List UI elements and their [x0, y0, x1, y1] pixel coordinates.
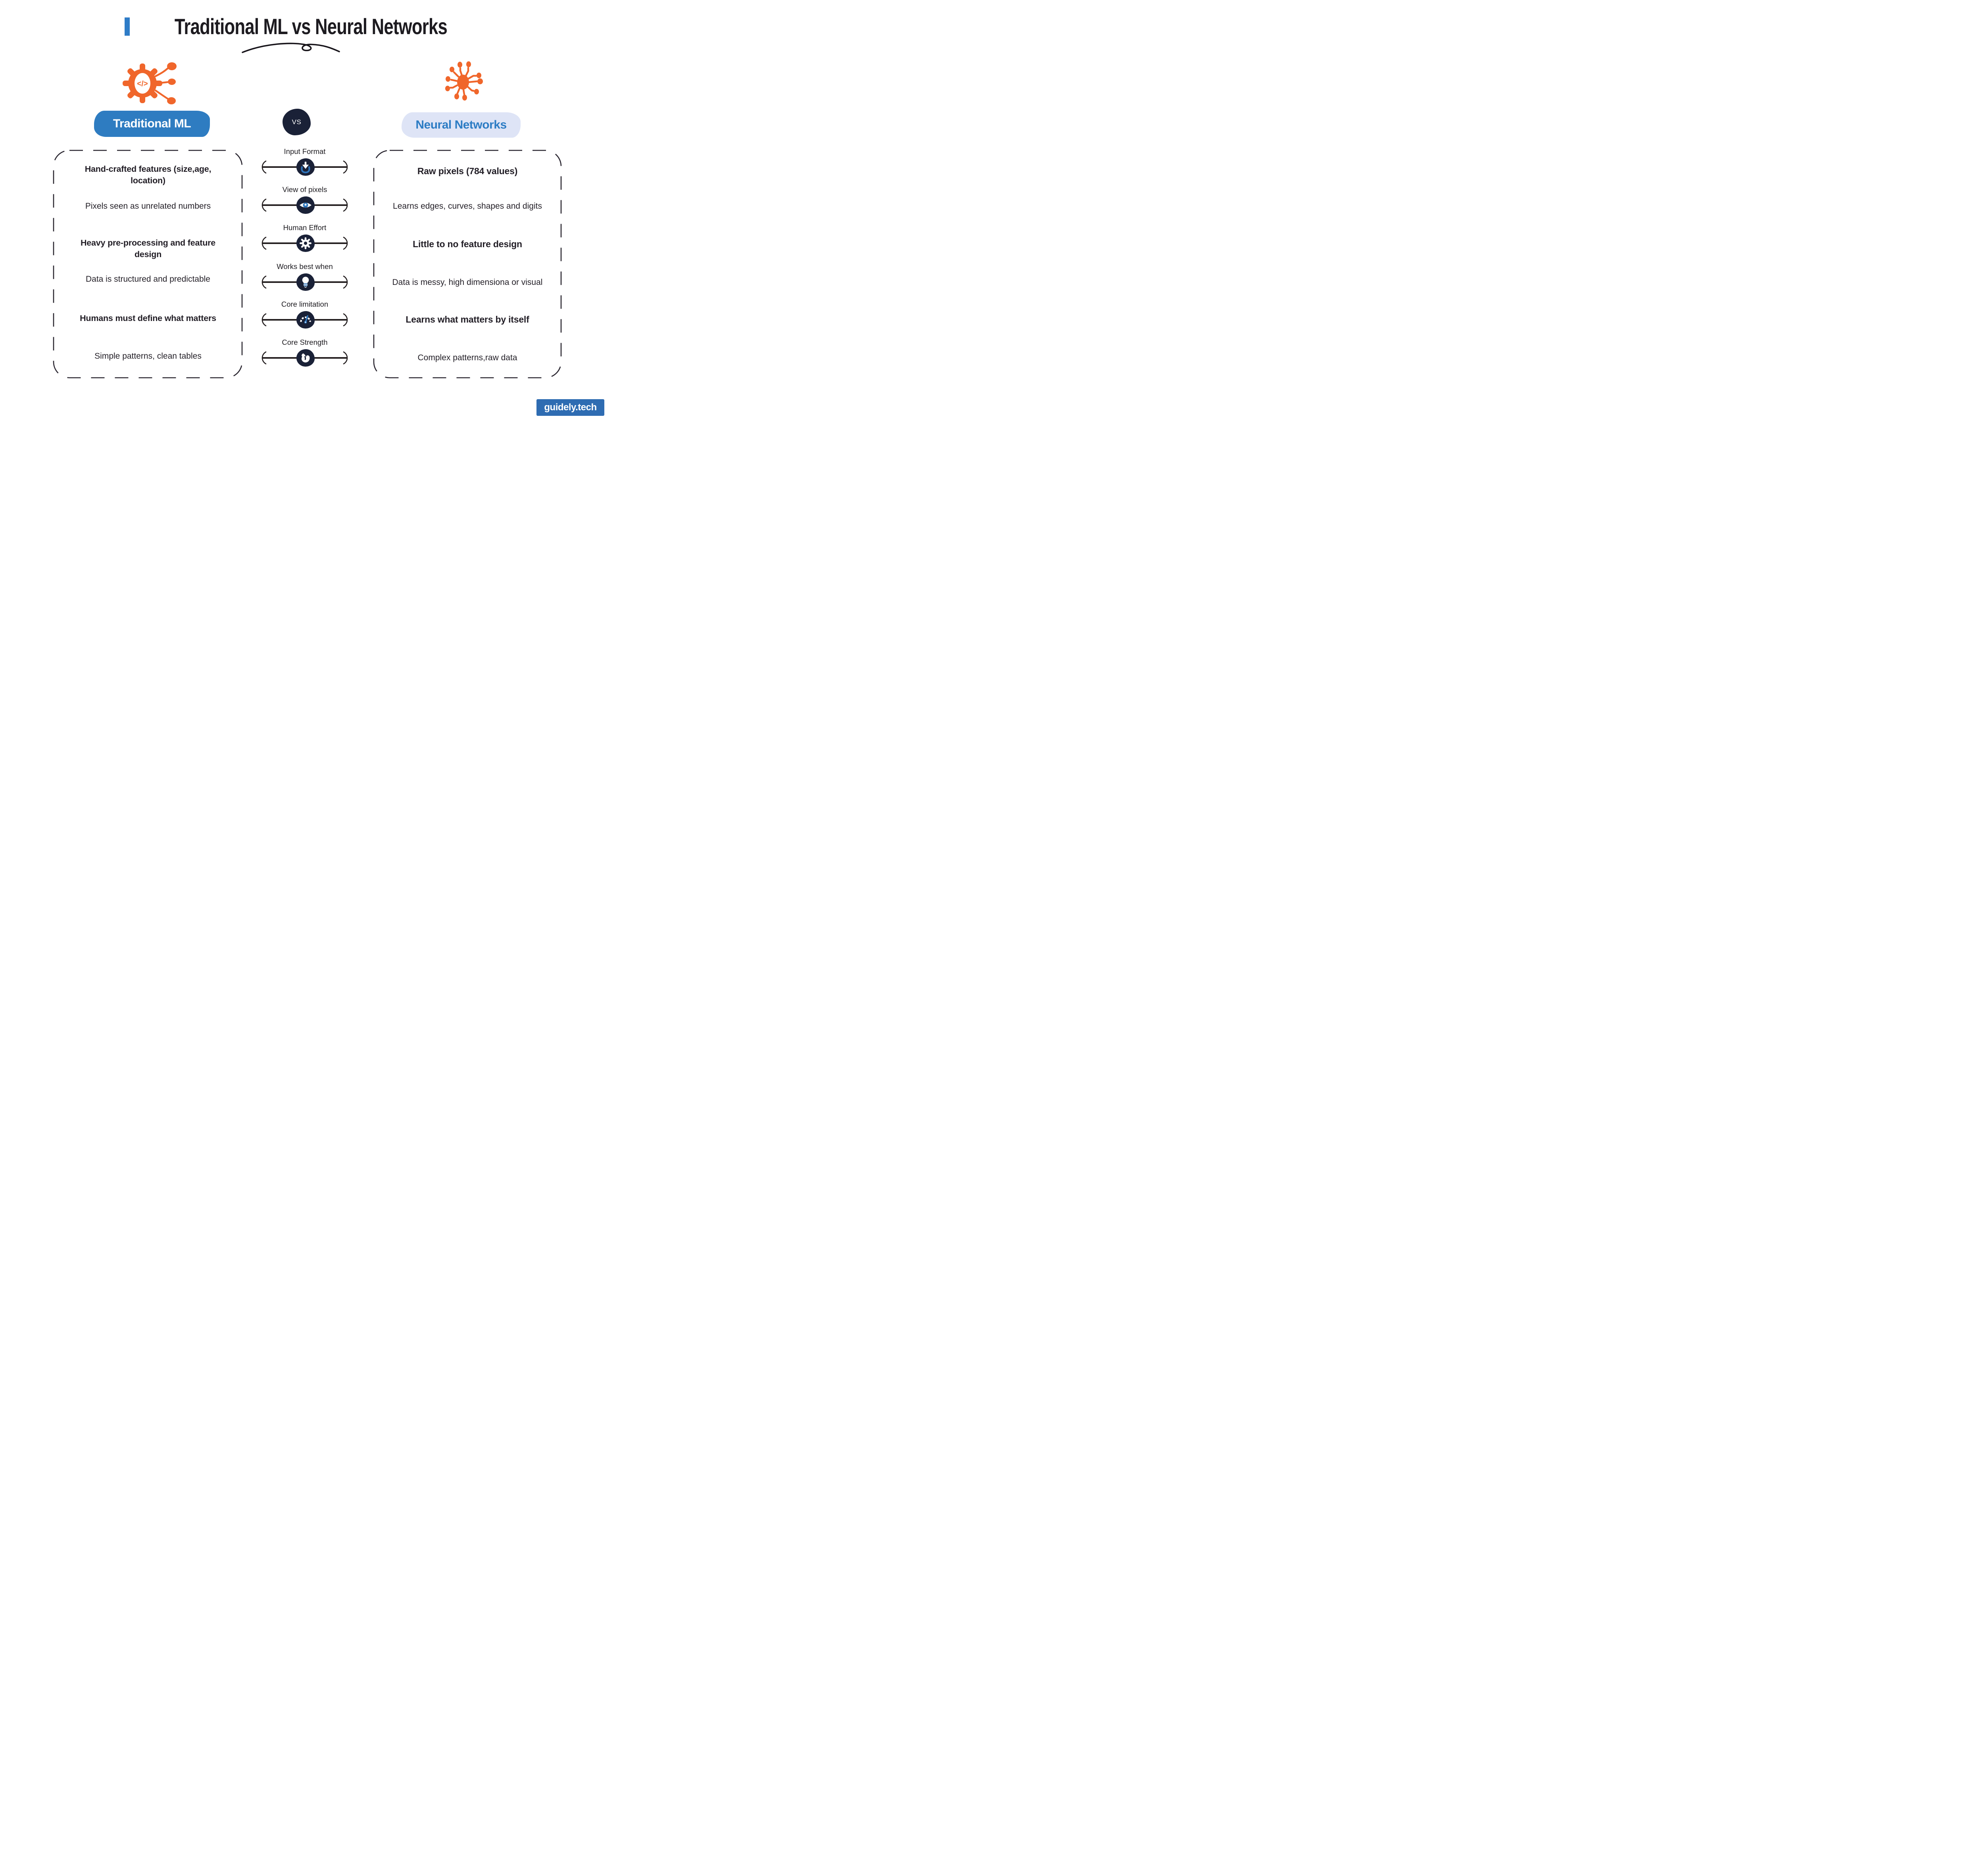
brand-logo: guidely.tech [536, 399, 604, 416]
infographic: Traditional ML vs Neural Networks </> [0, 0, 610, 417]
download-icon [296, 158, 315, 176]
row-category-label: Core Strength [282, 338, 328, 346]
traditional-ml-badge-label: Traditional ML [113, 117, 191, 130]
neural-networks-cell: Complex patterns,raw data [417, 353, 517, 362]
page-title: Traditional ML vs Neural Networks [174, 14, 447, 39]
traditional-ml-cell: Humans must define what matters [80, 313, 216, 323]
neural-network-icon [445, 61, 483, 101]
neural-networks-badge-label: Neural Networks [415, 118, 507, 131]
traditional-ml-cell: Simple patterns, clean tables [94, 352, 202, 361]
neural-networks-cell: Learns what matters by itself [406, 314, 529, 325]
neural-networks-panel [373, 150, 562, 379]
row-category-label: Input Format [284, 147, 326, 156]
title-accent-bar [124, 17, 130, 36]
lightbulb-icon [296, 273, 315, 291]
neural-networks-badge: Neural Networks [402, 112, 521, 138]
traditional-ml-badge: Traditional ML [94, 111, 210, 137]
svg-text:</>: </> [137, 80, 148, 88]
row-category-label: Human Effort [283, 223, 327, 232]
gear-code-icon: </> [123, 62, 177, 104]
traditional-ml-panel [53, 150, 243, 379]
traditional-ml-cell: Data is structured and predictable [85, 275, 210, 284]
row-category-label: Works best when [277, 262, 333, 271]
eye-icon [296, 196, 315, 214]
vs-label: VS [292, 118, 302, 126]
brand-logo-text: guidely.tech [544, 402, 597, 413]
neural-networks-cell: Learns edges, curves, shapes and digits [393, 202, 542, 211]
underline-squiggle-icon [242, 42, 340, 53]
traditional-ml-cell: Hand-crafted features (size,age, locatio… [85, 164, 211, 185]
vs-badge: VS [283, 109, 311, 135]
traditional-ml-cell: Pixels seen as unrelated numbers [85, 202, 211, 211]
neural-networks-cell: Data is messy, high dimensiona or visual [392, 278, 543, 287]
neural-networks-cell: Little to no feature design [413, 239, 522, 249]
row-category-label: Core limitation [281, 300, 329, 308]
traditional-ml-cell: Heavy pre-processing and feature design [80, 238, 216, 259]
gauge-icon [296, 311, 315, 329]
muscle-icon [296, 349, 315, 367]
gear-icon [296, 234, 315, 252]
neural-networks-cell: Raw pixels (784 values) [417, 166, 518, 176]
page-title-row: Traditional ML vs Neural Networks [0, 13, 610, 39]
row-category-label: View of pixels [282, 185, 327, 194]
